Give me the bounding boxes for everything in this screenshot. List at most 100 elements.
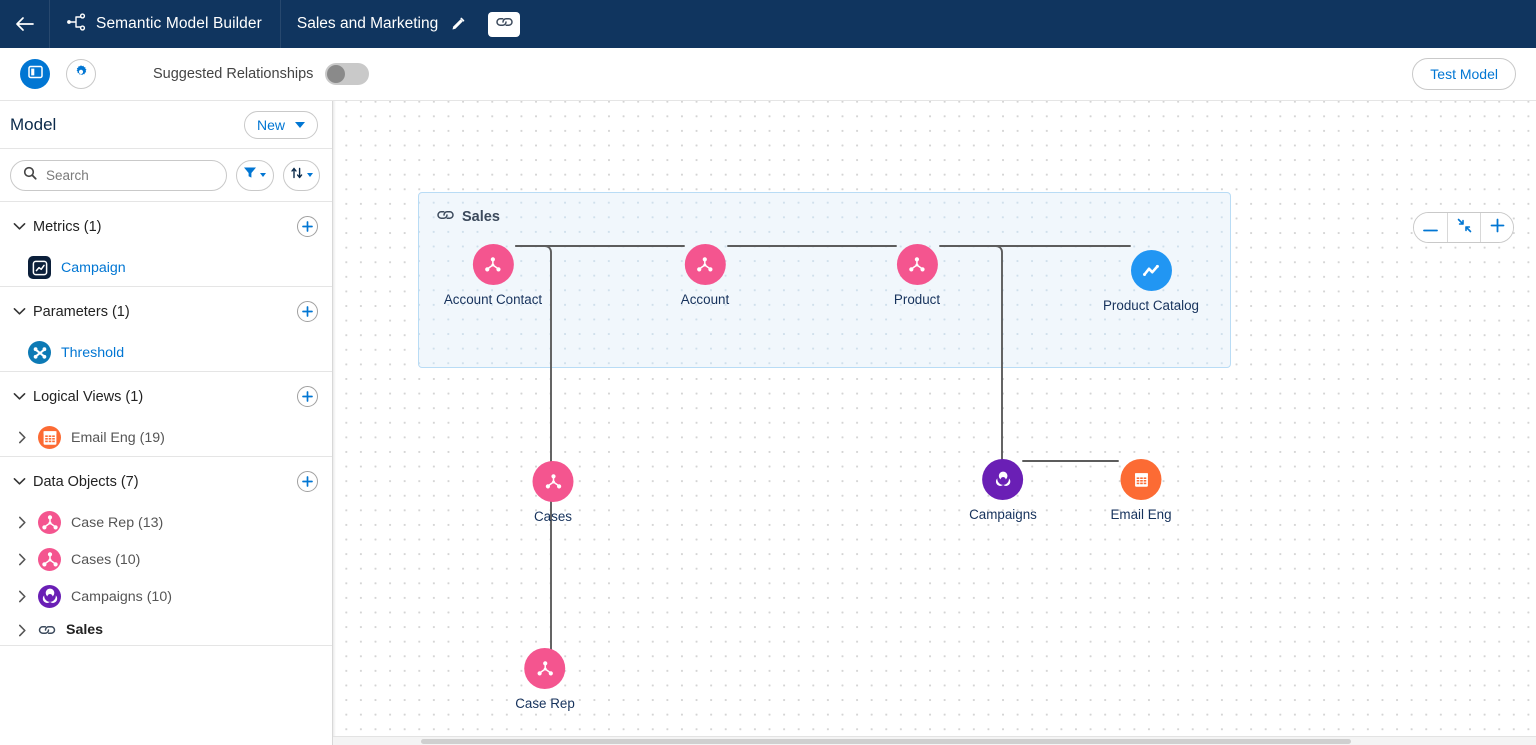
toggle-sidebar-button[interactable] (20, 59, 50, 89)
tree-item-label: Campaign (61, 259, 126, 276)
horizontal-scrollbar[interactable] (333, 736, 1536, 745)
pencil-icon[interactable] (450, 16, 466, 32)
group-title-label: Sales (462, 209, 500, 225)
parameter-x-icon (28, 341, 51, 364)
gear-icon (73, 64, 89, 85)
section-header[interactable]: Logical Views (1) (0, 372, 332, 419)
data-object-icon (524, 648, 566, 689)
canvas-node-label: Product Catalog (1102, 298, 1200, 313)
canvas-node-label: Product (893, 292, 941, 307)
section-title: Data Objects (7) (33, 473, 139, 490)
back-button[interactable] (0, 0, 50, 48)
zoom-out-button[interactable] (1414, 213, 1447, 242)
sidebar-section: Metrics (1) Campaign (0, 202, 332, 287)
chevron-right-icon[interactable] (16, 590, 28, 603)
canvas-left-shadow (333, 101, 336, 745)
zoom-in-button[interactable] (1480, 213, 1513, 242)
tree-item-threshold[interactable]: Threshold (0, 334, 332, 371)
panel-left-icon (27, 65, 43, 84)
sort-button[interactable] (282, 159, 320, 191)
tree-item-case-rep-13[interactable]: Case Rep (13) (0, 504, 332, 541)
chevron-right-icon[interactable] (16, 431, 28, 444)
chevron-down-icon[interactable] (12, 307, 26, 316)
plus-circle-icon[interactable] (297, 301, 318, 322)
search-box[interactable] (10, 159, 228, 191)
section-header[interactable]: Metrics (1) (0, 202, 332, 249)
canvas-node-email-eng[interactable]: Email Eng (1110, 459, 1172, 522)
sidebar-section: Parameters (1) Threshold (0, 287, 332, 372)
chevron-right-icon[interactable] (16, 516, 28, 529)
zoom-controls (1413, 212, 1514, 243)
canvas-node-label: Email Eng (1110, 507, 1172, 522)
search-input[interactable] (46, 167, 215, 183)
chevron-right-icon[interactable] (16, 553, 28, 566)
canvas-node-label: Case Rep (515, 696, 575, 711)
section-title: Logical Views (1) (33, 388, 144, 405)
table-grid-icon (1120, 459, 1162, 500)
plus-icon (1490, 218, 1505, 238)
section-header[interactable]: Parameters (1) (0, 287, 332, 334)
document-name-label: Sales and Marketing (296, 15, 439, 32)
filter-icon (243, 166, 257, 184)
canvas-node-account[interactable]: Account (681, 244, 729, 307)
tree-item-campaigns-10[interactable]: Campaigns (10) (0, 578, 332, 615)
canvas-node-product[interactable]: Product (894, 244, 940, 307)
suggested-relationships-label: Suggested Relationships (153, 66, 314, 82)
suggested-relationships-group: Suggested Relationships (153, 63, 370, 85)
chevron-down-icon (306, 173, 313, 177)
chevron-down-icon[interactable] (12, 222, 26, 231)
tree-item-sales[interactable]: Sales (0, 615, 332, 645)
canvas-node-account-contact[interactable]: Account Contact (444, 244, 542, 307)
chevron-down-icon[interactable] (12, 392, 26, 401)
campaign-object-icon (38, 585, 61, 608)
canvas-node-label: Account (680, 292, 730, 307)
plus-circle-icon[interactable] (297, 216, 318, 237)
suggested-relationships-toggle[interactable] (325, 63, 370, 85)
model-canvas[interactable]: Sales Account Contact (333, 101, 1536, 745)
tree-item-label: Case Rep (13) (71, 514, 164, 531)
new-button[interactable]: New (243, 110, 318, 139)
settings-button[interactable] (66, 59, 96, 89)
scrollbar-thumb[interactable] (421, 739, 1351, 744)
data-object-icon (38, 548, 61, 571)
copy-link-button[interactable] (488, 11, 521, 37)
data-object-icon (472, 244, 514, 285)
canvas-node-product-catalog[interactable]: Product Catalog (1103, 250, 1199, 313)
link-chip-icon (496, 15, 513, 33)
tree-item-label: Campaigns (10) (71, 588, 172, 605)
semantic-model-icon (66, 12, 86, 36)
group-title: Sales (437, 209, 500, 225)
test-model-button[interactable]: Test Model (1412, 58, 1516, 90)
fit-to-screen-icon (1457, 218, 1472, 238)
app-switcher[interactable]: Semantic Model Builder (50, 0, 281, 48)
filter-button[interactable] (236, 159, 274, 191)
model-sidebar: Model New (0, 101, 333, 745)
tree-item-campaign[interactable]: Campaign (0, 249, 332, 286)
link-icon (38, 624, 56, 636)
document-title-group: Sales and Marketing (281, 0, 482, 48)
sidebar-section: Data Objects (7) Case Rep (13) Cases (10… (0, 457, 332, 646)
canvas-node-cases[interactable]: Cases (532, 461, 574, 524)
app-name-label: Semantic Model Builder (96, 15, 262, 32)
tree-item-label: Threshold (61, 344, 125, 361)
editor-toolbar: Suggested Relationships Test Model (0, 48, 1536, 101)
plus-circle-icon[interactable] (297, 386, 318, 407)
editor-body: Model New (0, 101, 1536, 745)
group-container-sales[interactable]: Sales (418, 192, 1231, 368)
canvas-node-case-rep[interactable]: Case Rep (515, 648, 575, 711)
new-button-label: New (256, 116, 285, 133)
tree-item-cases-10[interactable]: Cases (10) (0, 541, 332, 578)
metric-chart-icon (28, 256, 51, 279)
section-header[interactable]: Data Objects (7) (0, 457, 332, 504)
tree-item-email-eng-19[interactable]: Email Eng (19) (0, 419, 332, 456)
fit-to-screen-button[interactable] (1447, 213, 1480, 242)
canvas-node-campaigns[interactable]: Campaigns (969, 459, 1037, 522)
tree-item-label: Cases (10) (71, 551, 141, 568)
canvas-node-label: Account Contact (443, 292, 543, 307)
plus-circle-icon[interactable] (297, 471, 318, 492)
campaign-object-icon (982, 459, 1024, 500)
top-navigation-bar: Semantic Model Builder Sales and Marketi… (0, 0, 1536, 48)
chevron-right-icon[interactable] (16, 624, 28, 637)
chevron-down-icon[interactable] (12, 477, 26, 486)
calculated-insight-icon (1130, 250, 1172, 291)
